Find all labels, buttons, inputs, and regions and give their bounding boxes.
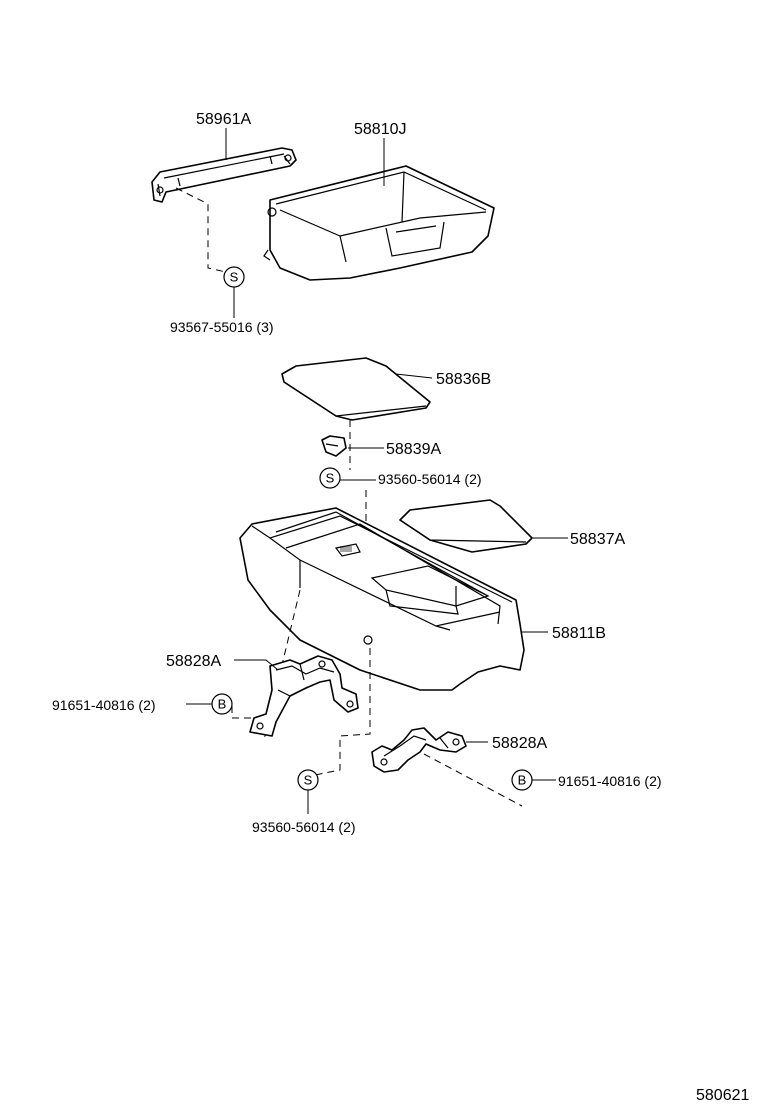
bolt-symbol-left[interactable]: B: [211, 693, 233, 715]
screw-symbol-93560-top[interactable]: S: [319, 467, 341, 489]
bolt-letter: B: [218, 697, 227, 712]
screw-letter: S: [230, 270, 239, 285]
part-58837A-pad[interactable]: [399, 499, 533, 553]
label-58836B: 58836B: [436, 371, 491, 388]
label-93560-top: 93560-56014 (2): [378, 471, 482, 487]
label-58810J: 58810J: [354, 121, 407, 138]
dash-hinge-screw: [175, 187, 227, 273]
dash-bolt-left: [231, 706, 258, 719]
screw-symbol-93560-bottom[interactable]: S: [297, 769, 319, 791]
screw-letter: S: [304, 773, 313, 788]
dash-bracket-bolt-right: [423, 753, 523, 807]
screw-symbol-93567[interactable]: S: [223, 266, 245, 288]
label-93567: 93567-55016 (3): [170, 319, 274, 335]
part-58839A-clip[interactable]: [321, 435, 347, 457]
part-58811B-console[interactable]: [239, 507, 525, 691]
leader-58836B: [395, 373, 433, 379]
label-91651-right: 91651-40816 (2): [558, 773, 662, 789]
label-58828A-right: 58828A: [492, 735, 547, 752]
bolt-symbol-right[interactable]: B: [511, 769, 533, 791]
label-93560-bottom: 93560-56014 (2): [252, 819, 356, 835]
part-58961A-hinge[interactable]: [151, 147, 297, 203]
label-58828A-left: 58828A: [166, 653, 221, 670]
label-58811B: 58811B: [552, 625, 606, 642]
part-58836B-lid[interactable]: [281, 357, 431, 421]
part-58828A-right-bracket[interactable]: [371, 727, 467, 773]
label-58837A: 58837A: [570, 531, 625, 548]
diagram-id: 580621: [696, 1087, 749, 1104]
dash-console-center: [309, 648, 371, 777]
label-58961A: 58961A: [196, 111, 251, 128]
leader-58828A-left: [234, 659, 279, 671]
screw-letter: S: [326, 471, 335, 486]
part-58828A-left-bracket[interactable]: [249, 655, 359, 737]
label-91651-left: 91651-40816 (2): [52, 697, 156, 713]
part-58810J-box[interactable]: [263, 165, 495, 281]
bolt-letter: B: [518, 773, 527, 788]
label-58839A: 58839A: [386, 441, 441, 458]
